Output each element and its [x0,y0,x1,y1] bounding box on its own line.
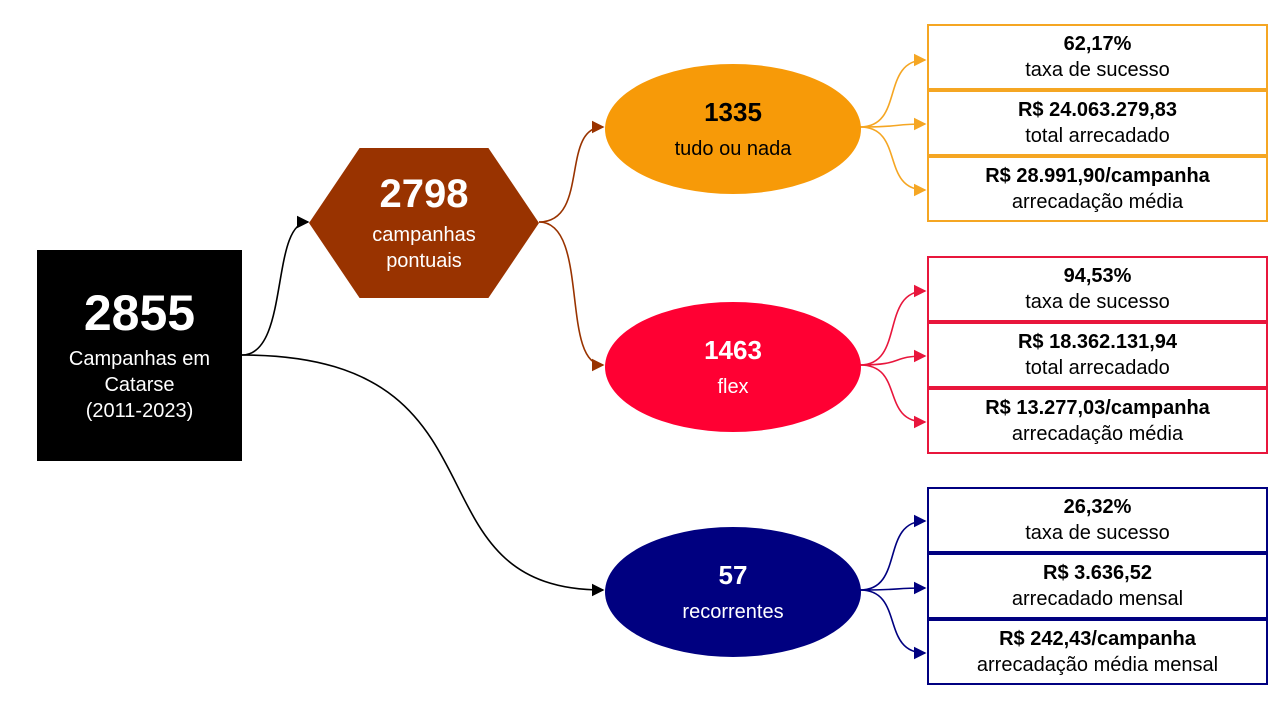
tudo-ou-nada-stat-box: R$ 24.063.279,83 total arrecadado [927,90,1268,156]
stat-description: arrecadação média mensal [976,653,1219,676]
arrow-tudo-ou-nada-stat-2 [859,117,927,131]
arrow-tudo-ou-nada-stat-3 [859,126,927,197]
flex-stat-box: 94,53% taxa de sucesso [927,256,1268,322]
arrow-flex-stat-1 [859,284,927,366]
stat-description: arrecadação média [1011,422,1184,445]
stat-description: taxa de sucesso [1025,58,1170,81]
stat-value: R$ 18.362.131,94 [1017,330,1178,353]
stat-value: R$ 13.277,03/campanha [985,396,1210,419]
tudo-ou-nada-stat-box: R$ 28.991,90/campanha arrecadação média [927,156,1268,222]
stat-description: total arrecadado [1025,356,1170,379]
root-label-line-1: Campanhas em [68,347,211,370]
arrow-tudo-ou-nada-stat-1 [859,53,927,128]
arrow-flex-stat-3 [859,364,927,429]
stat-value: 94,53% [1063,264,1132,287]
stat-value: 62,17% [1063,32,1132,55]
stat-value: R$ 3.636,52 [1043,561,1152,584]
pontuais-label-line-1: campanhas [372,224,476,246]
stat-description: total arrecadado [1025,124,1170,147]
recorrentes-stat-box: R$ 242,43/campanha arrecadação média men… [927,619,1268,685]
stat-description: taxa de sucesso [1025,521,1170,544]
pontuais-label-line-2: pontuais [386,250,462,272]
root-label-line-2: Catarse [104,373,175,396]
tudo-ou-nada-node: 1335 tudo ou nada [605,64,861,194]
arrow-recorrentes-stat-2 [859,581,927,595]
tudo-ou-nada-stat-box: 62,17% taxa de sucesso [927,24,1268,90]
pontuais-value: 2798 [379,172,469,216]
stat-value: R$ 24.063.279,83 [1017,98,1178,121]
flex-stat-box: R$ 13.277,03/campanha arrecadação média [927,388,1268,454]
recorrentes-label: recorrentes [682,600,784,623]
arrow-pontuais-to-flex [538,221,605,372]
arrow-flex-stat-2 [859,349,927,366]
stat-description: taxa de sucesso [1025,290,1170,313]
recorrentes-value: 57 [718,560,748,591]
stat-description: arrecadação média [1011,190,1184,213]
stat-description: arrecadado mensal [1011,587,1184,610]
stat-value: R$ 28.991,90/campanha [985,164,1210,187]
arrow-recorrentes-stat-1 [859,514,927,591]
flex-node: 1463 flex [605,302,861,432]
recorrentes-node: 57 recorrentes [605,527,861,657]
stat-value: R$ 242,43/campanha [999,627,1196,650]
flex-stat-box: R$ 18.362.131,94 total arrecadado [927,322,1268,388]
stat-value: 26,32% [1063,495,1132,518]
root-label-line-3: (2011-2023) [85,399,194,422]
tudo-ou-nada-label: tudo ou nada [674,137,792,160]
root-node-total-campaigns: 2855 Campanhas em Catarse (2011-2023) [37,250,242,461]
arrow-root-to-recorrentes [241,354,605,597]
tudo-ou-nada-value: 1335 [704,97,762,128]
root-value: 2855 [83,285,196,342]
recorrentes-stat-box: R$ 3.636,52 arrecadado mensal [927,553,1268,619]
pontuais-node: 2798 campanhas pontuais [309,148,539,298]
arrow-recorrentes-stat-3 [859,589,927,660]
arrow-pontuais-to-tudo-ou-nada [538,120,605,223]
recorrentes-stat-box: 26,32% taxa de sucesso [927,487,1268,553]
flex-value: 1463 [704,335,762,366]
flex-label: flex [717,375,749,398]
arrow-root-to-pontuais [241,215,310,356]
